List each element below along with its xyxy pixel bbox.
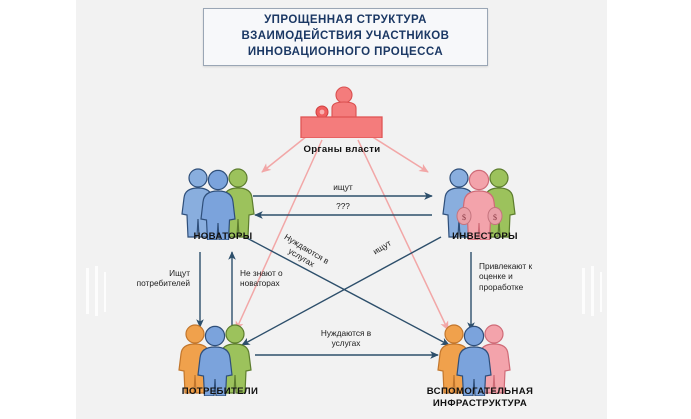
right-white-band — [607, 0, 691, 419]
page-title: УПРОЩЕННАЯ СТРУКТУРА ВЗАИМОДЕЙСТВИЯ УЧАС… — [203, 8, 488, 66]
node-label-authority: Органы власти — [303, 144, 381, 155]
node-label-consumers: ПОТРЕБИТЕЛИ — [181, 386, 259, 397]
edge-label-investors-infrastructure: Привлекают к оценке и проработке — [479, 261, 533, 292]
node-innovators-figure — [180, 166, 266, 240]
watermark-stroke — [582, 268, 585, 314]
money-bag-icon: $ $ — [456, 207, 503, 225]
watermark-stroke — [104, 272, 106, 312]
svg-text:$: $ — [493, 213, 497, 222]
node-label-infrastructure: ВСПОМОГАТЕЛЬНАЯ ИНФРАСТРУКТУРА — [426, 386, 534, 409]
edge-label-consumers-infrastructure: Нуждаются в услугах — [320, 328, 372, 349]
edge-label-consumers-innovators: Не знают о новаторах — [240, 268, 283, 289]
watermark-stroke — [86, 268, 89, 314]
watermark-stroke — [600, 272, 602, 312]
authority-outgoing-arrows — [235, 135, 449, 331]
edge-label-investors-innovators: ??? — [336, 201, 350, 211]
arrow-investors-consumers — [241, 236, 442, 346]
node-label-innovators: НОВАТОРЫ — [193, 231, 253, 242]
arrow-authority-infrastructure — [357, 139, 449, 331]
node-infrastructure-figure — [436, 322, 522, 396]
arrow-authority-innovators — [261, 135, 308, 173]
watermark-stroke — [95, 266, 98, 316]
left-white-band — [0, 0, 76, 419]
node-label-investors: ИНВЕСТОРЫ — [452, 231, 518, 242]
node-investors-figure: $ $ — [441, 166, 527, 240]
svg-text:$: $ — [462, 213, 466, 222]
node-consumers-figure — [177, 322, 263, 396]
edge-label-innovators-consumers: Ищут потребителей — [136, 268, 190, 289]
page-title-text: УПРОЩЕННАЯ СТРУКТУРА ВЗАИМОДЕЙСТВИЯ УЧАС… — [241, 14, 450, 58]
edge-label-innovators-investors: ищут — [333, 182, 353, 192]
watermark-stroke — [591, 266, 594, 316]
arrow-authority-consumers — [235, 139, 323, 331]
node-authority-figure — [292, 86, 392, 138]
arrow-authority-investors — [370, 135, 429, 173]
arrow-innovators-infrastructure — [244, 236, 450, 346]
